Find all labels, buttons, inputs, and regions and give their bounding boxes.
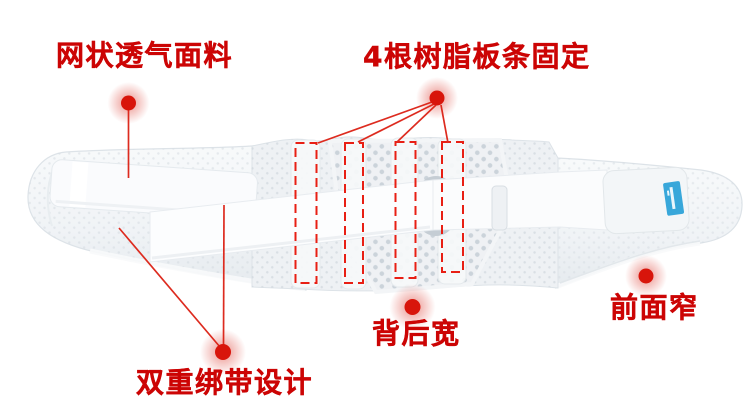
resin-stay-box-3 (394, 141, 417, 279)
resin-stay-box-2 (344, 142, 364, 284)
resin-stay-box-4 (441, 141, 464, 273)
label-double-strap: 双重绑带设计 (136, 366, 314, 399)
label-mesh-fabric: 网状透气面料 (56, 39, 234, 72)
resin-stay-markers (294, 141, 464, 284)
dot-mesh-fabric (121, 95, 136, 111)
leader-strap-diagonal (118, 227, 221, 348)
dot-front-narrow (638, 268, 654, 284)
brand-tag (663, 181, 685, 216)
resin-stay-box-1 (294, 142, 318, 284)
leader-strap-vertical (222, 204, 225, 346)
strap-keeper (491, 185, 508, 231)
label-resin-stays: 4根树脂板条固定 (363, 40, 591, 73)
label-front-narrow: 前面窄 (610, 291, 699, 324)
dot-double-strap (215, 344, 231, 360)
leader-resin-1 (317, 101, 433, 144)
label-back-wide: 背后宽 (372, 317, 461, 350)
dot-back-wide (404, 299, 421, 315)
callout-dots (121, 90, 654, 360)
dot-resin-stays (429, 90, 445, 106)
inner-strap (49, 159, 258, 221)
